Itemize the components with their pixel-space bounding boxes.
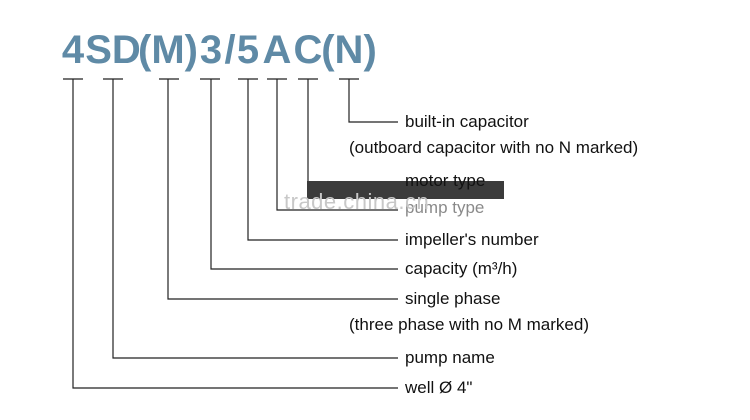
leader-n xyxy=(348,79,398,123)
label-pump-name: pump name xyxy=(405,348,495,367)
code-part-slash: / xyxy=(224,28,236,72)
leader-m xyxy=(167,79,398,300)
code-part-m: (M) xyxy=(138,28,198,72)
code-part-n: (N) xyxy=(321,28,377,72)
code-part-a: A xyxy=(262,28,292,72)
code-part-3: 3 xyxy=(199,28,223,72)
leader-4 xyxy=(72,79,398,389)
code-part-c: C xyxy=(293,28,323,72)
code-part-5: 5 xyxy=(236,28,260,72)
motor-type-leader-bar xyxy=(307,181,504,199)
label-pump-type: pump type xyxy=(405,198,485,217)
label-motor-type: motor type xyxy=(405,171,486,190)
code-part-4: 4 xyxy=(61,28,85,72)
leader-3 xyxy=(210,79,398,270)
label-single-phase: single phase xyxy=(405,289,501,308)
leader-a xyxy=(276,79,398,211)
label-outboard-capacitor-note: (outboard capacitor with no N marked) xyxy=(349,138,639,157)
label-three-phase-note: (three phase with no M marked) xyxy=(349,315,589,334)
leader-5 xyxy=(247,79,398,241)
watermark: trade.china.cn xyxy=(284,189,430,214)
leader-sd xyxy=(112,79,398,359)
label-built-in-capacitor: built-in capacitor xyxy=(405,112,529,131)
label-impellers-number: impeller's number xyxy=(405,230,539,249)
code-part-sd: SD xyxy=(85,28,141,72)
label-capacity: capacity (m³/h) xyxy=(405,259,518,278)
label-well: well Ø 4" xyxy=(405,378,473,397)
